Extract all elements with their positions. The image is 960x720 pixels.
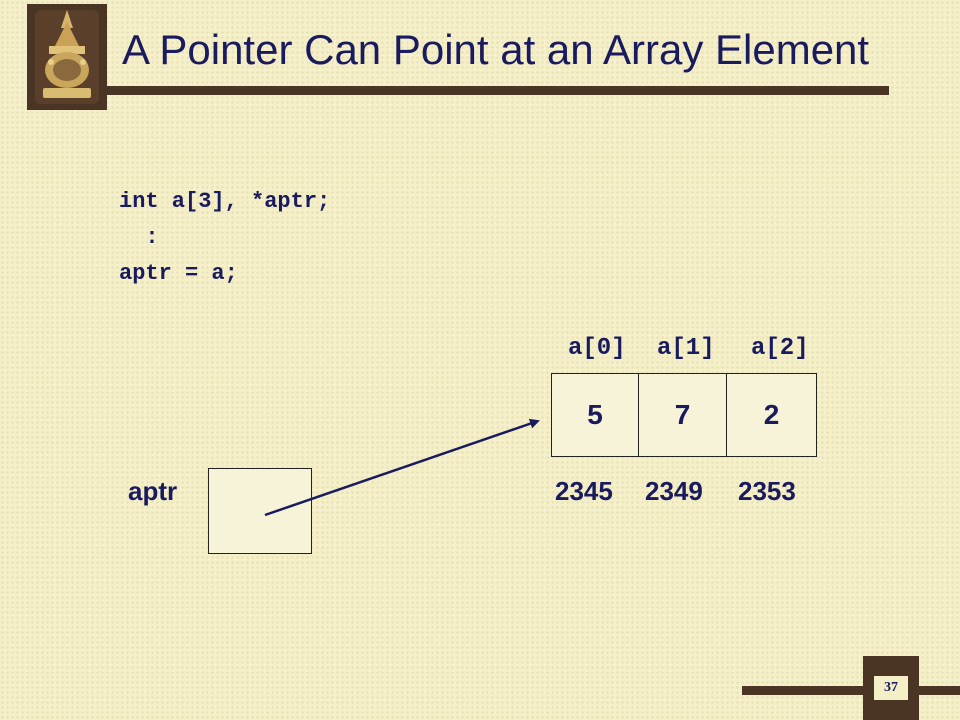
footer-bar bbox=[742, 686, 960, 695]
array-cell: 5 bbox=[551, 373, 639, 457]
array-cell: 2 bbox=[726, 373, 817, 457]
logo bbox=[27, 4, 107, 110]
pointer-box bbox=[208, 468, 312, 554]
array-cell-value: 7 bbox=[674, 399, 691, 430]
code-line: aptr = a; bbox=[119, 261, 238, 286]
university-emblem-icon bbox=[35, 10, 99, 104]
array-address-label: 2345 bbox=[555, 476, 613, 506]
array-index-label: a[1] bbox=[657, 335, 715, 362]
array-index-label: a[2] bbox=[751, 335, 809, 362]
slide-title: A Pointer Can Point at an Array Element bbox=[122, 26, 870, 73]
array-index-label: a[0] bbox=[568, 335, 626, 362]
code-line: int a[3], *aptr; bbox=[119, 189, 331, 214]
array-cell-value: 5 bbox=[587, 399, 603, 430]
code-block: int a[3], *aptr; : aptr = a; bbox=[119, 184, 330, 292]
code-line: : bbox=[119, 225, 159, 250]
array-cell: 7 bbox=[638, 373, 727, 457]
pointer-label: aptr bbox=[128, 476, 178, 506]
array-address-label: 2349 bbox=[645, 476, 703, 506]
title-underline-bar bbox=[106, 86, 889, 95]
array-cell-value: 2 bbox=[763, 399, 780, 430]
array-address-label: 2353 bbox=[738, 476, 796, 506]
page-number: 37 bbox=[874, 676, 908, 700]
